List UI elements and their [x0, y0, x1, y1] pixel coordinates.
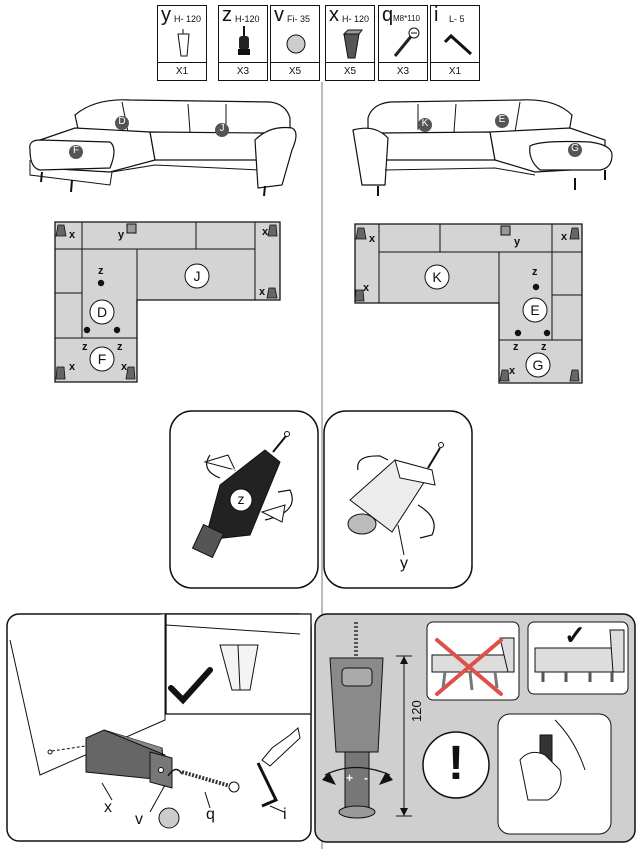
plan-left-leg-label: y	[118, 229, 125, 241]
assembly-label-glide: v	[135, 811, 143, 828]
plan-left-leg-label: x	[69, 229, 76, 241]
tapered-leg-rotate-icon	[347, 442, 444, 556]
seat-label-e: E	[498, 114, 506, 125]
seat-label-k: K	[421, 118, 429, 129]
detail-right-label: y	[400, 555, 408, 572]
minus-label: -	[364, 771, 368, 785]
part-cell-v: v Fi- 35	[270, 5, 320, 63]
seat-label-j: J	[219, 123, 225, 134]
part-qty: X5	[325, 63, 375, 81]
seat-label-g: G	[571, 143, 579, 154]
plan-right-leg-label: x	[363, 282, 370, 294]
part-cell-q: q M8*110	[378, 5, 428, 63]
part-letter: x	[329, 4, 339, 26]
plan-left-leg-label: x	[262, 226, 269, 238]
plan-right-module-e: E	[530, 302, 540, 318]
plan-right-leg-label: z	[532, 266, 538, 278]
part-letter: q	[382, 4, 394, 26]
seat-label-d: D	[118, 116, 126, 127]
exclamation-label: !	[448, 737, 464, 790]
assembly-label-bolt: q	[206, 806, 215, 823]
tapered-black-leg-icon	[342, 29, 363, 59]
plan-right-leg-label: z	[541, 341, 547, 353]
part-qty: X1	[430, 63, 480, 81]
part-cell-y: y H- 120	[157, 5, 207, 63]
part-cell-z: z H-120	[218, 5, 268, 63]
part-size: Fi- 35	[287, 14, 311, 24]
part-qty: X5	[270, 63, 320, 81]
plan-left-leg-label: z	[82, 341, 88, 353]
seat-label-f: F	[72, 145, 80, 156]
black-adjustable-leg-icon	[238, 26, 250, 55]
cross-icon	[435, 638, 503, 696]
plus-label: +	[346, 771, 354, 785]
black-leg-rotate-icon	[191, 431, 293, 559]
round-glide-disc-icon	[286, 34, 306, 54]
plan-left-leg-label: z	[98, 265, 104, 277]
hex-key-icon	[443, 33, 473, 56]
plan-left-leg-label: x	[121, 361, 128, 373]
part-size: L- 5	[449, 14, 465, 24]
plan-left-leg-label: z	[117, 341, 123, 353]
warning-icon	[422, 731, 490, 799]
detail-left-label: z	[237, 491, 245, 507]
plan-left-module-f: F	[97, 351, 107, 367]
plan-right-leg-label: x	[561, 231, 568, 243]
plan-right-leg-label: x	[369, 233, 376, 245]
part-letter: v	[274, 4, 284, 26]
assembly-label-key: i	[283, 806, 287, 823]
plan-right-module-g: G	[532, 357, 544, 373]
plan-left-module-j: J	[193, 268, 201, 284]
part-size: H-120	[235, 14, 260, 24]
plan-left-leg-label: x	[69, 361, 76, 373]
part-cell-x: x H- 120	[325, 5, 375, 63]
part-letter: i	[434, 4, 439, 26]
part-qty: X3	[378, 63, 428, 81]
part-qty: X3	[218, 63, 268, 81]
part-letter: y	[161, 4, 171, 26]
tapered-wood-leg-icon	[177, 29, 190, 57]
assembly-label-leg: x	[104, 799, 112, 816]
plan-right-module-k: K	[432, 269, 442, 285]
plan-right-leg-label: y	[514, 236, 521, 248]
part-size: H- 120	[174, 14, 202, 24]
plan-left-leg-label: x	[259, 286, 266, 298]
plan-right-leg-label: z	[513, 341, 519, 353]
part-letter: z	[222, 4, 232, 26]
plan-left-module-d: D	[96, 304, 108, 320]
part-size: H- 120	[342, 14, 370, 24]
height-label: 120	[409, 700, 424, 722]
part-qty: X1	[157, 63, 207, 81]
checkmark-icon	[168, 667, 213, 705]
part-size: M8*110	[393, 14, 420, 23]
plan-right-leg-label: x	[509, 365, 516, 377]
screw-bolt-icon	[393, 27, 420, 57]
checkmark-label: ✓	[564, 620, 586, 650]
part-cell-i: i L- 5	[430, 5, 480, 63]
